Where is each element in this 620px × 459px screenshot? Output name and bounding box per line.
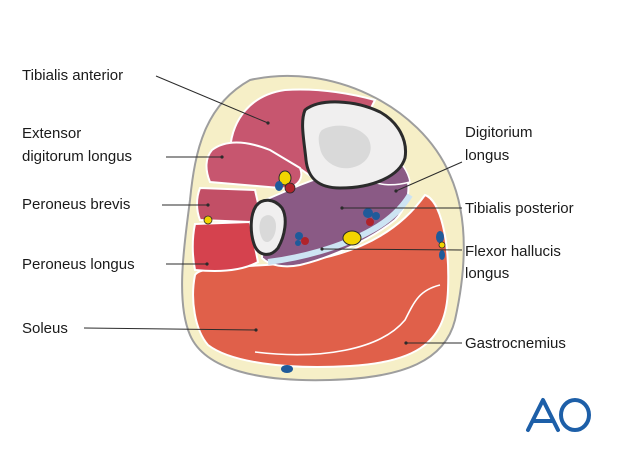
- label-extensor-line2: digitorum longus: [22, 148, 132, 165]
- leader-dot-tibialis-posterior: [340, 206, 344, 210]
- soleus-gastrocnemius-border: [254, 284, 441, 356]
- saphenous-vein: [436, 231, 444, 243]
- small-saphenous-vein: [281, 365, 293, 373]
- leader-dot-peroneus-brevis: [206, 203, 210, 207]
- label-peroneus-brevis: Peroneus brevis: [22, 196, 130, 213]
- label-digitorium-line2: longus: [465, 147, 509, 164]
- leader-dot-extensor: [220, 155, 224, 159]
- fibula-marrow: [259, 215, 276, 243]
- leader-dot-peroneus-longus: [205, 262, 209, 266]
- label-flexor-line1: Flexor hallucis: [465, 243, 561, 260]
- ao-logo-letter-a: [526, 398, 560, 432]
- leader-tibialis-anterior: [155, 75, 269, 124]
- label-peroneus-longus: Peroneus longus: [22, 256, 135, 273]
- leader-dot-flexor: [320, 247, 324, 251]
- leader-soleus: [83, 327, 257, 331]
- anterior-neurovascular-bundle: [275, 170, 296, 194]
- leader-digitorium: [395, 161, 463, 192]
- leader-dot-gastrocnemius: [404, 341, 408, 345]
- leader-dot-soleus: [254, 328, 258, 332]
- peroneus-longus-muscle: [191, 220, 260, 273]
- posterior-tibial-bundle: [342, 208, 380, 246]
- tibia-marrow: [318, 125, 371, 169]
- label-gastrocnemius: Gastrocnemius: [465, 335, 566, 352]
- ao-logo: [526, 398, 591, 432]
- label-digitorium-line1: Digitorium: [465, 124, 533, 141]
- leader-flexor: [321, 248, 463, 251]
- leader-dot-tibialis-anterior: [266, 121, 270, 125]
- ao-logo-letter-o: [559, 398, 591, 432]
- extensor-digitorum-longus-muscle: [205, 141, 303, 190]
- saphenous-nerve: [438, 241, 446, 249]
- label-soleus: Soleus: [22, 320, 68, 337]
- superficial-peroneal-nerve: [203, 215, 213, 225]
- label-tibialis-posterior: Tibialis posterior: [465, 200, 574, 217]
- saphenous-vein-lower: [439, 250, 445, 260]
- label-extensor-line1: Extensor: [22, 125, 81, 142]
- label-flexor-line2: longus: [465, 265, 509, 282]
- peroneal-bundle: [295, 232, 309, 246]
- leader-dot-digitorium: [394, 189, 398, 193]
- label-tibialis-anterior: Tibialis anterior: [22, 67, 123, 84]
